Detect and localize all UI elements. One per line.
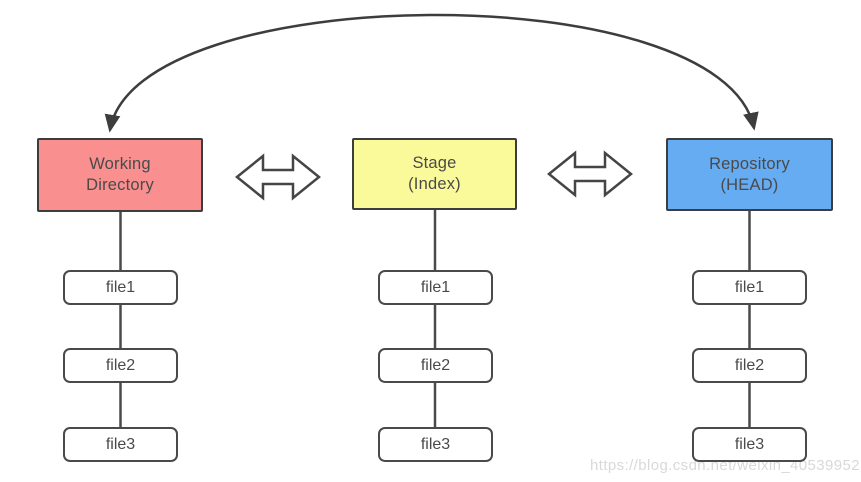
double-arrow-left-icon [235,153,321,201]
box-label-line: (HEAD) [720,175,779,194]
box-label-line: Directory [86,176,154,194]
file-node: file2 [378,348,493,383]
box-working-directory: Working Directory [37,138,203,212]
box-stage: Stage (Index) [352,138,517,210]
curved-double-arrow [104,13,759,133]
double-arrow-right-icon [547,150,633,198]
box-label-line: Working [89,155,151,173]
file-node: file3 [692,427,807,462]
box-label-line: (Index) [408,175,461,193]
file-node: file1 [692,270,807,305]
file-node: file3 [378,427,493,462]
box-repository: Repository (HEAD) [666,138,833,211]
box-label-line: Repository [709,154,790,173]
file-node: file3 [63,427,178,462]
file-node: file2 [692,348,807,383]
box-label-line: Stage [412,154,457,172]
file-node: file2 [63,348,178,383]
file-node: file1 [63,270,178,305]
file-node: file1 [378,270,493,305]
